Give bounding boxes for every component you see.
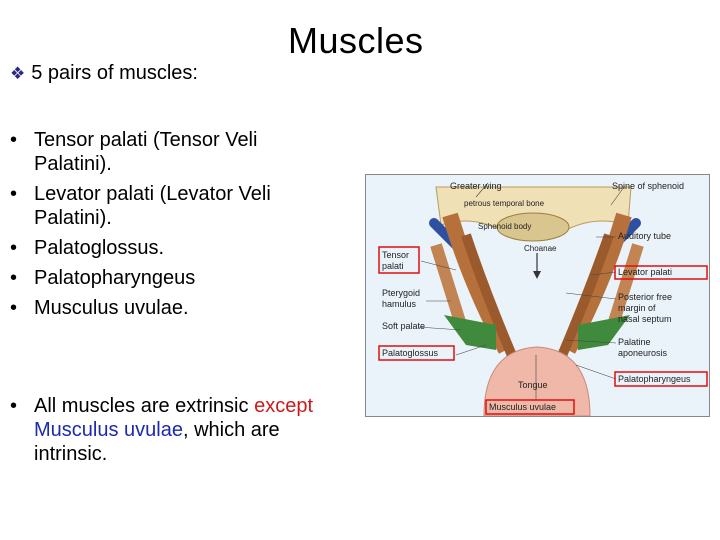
pterygoid-right-shape: [607, 243, 644, 327]
leader-line: [455, 344, 487, 356]
label-palatopharyngeus: Palatopharyngeus: [618, 374, 691, 384]
label-pterygoid-line1: Pterygoid: [382, 288, 420, 298]
list-item-text: Tensor palati (Tensor Veli Palatini).: [34, 129, 258, 175]
note-except: except: [254, 395, 314, 417]
bullet-icon: •: [10, 183, 18, 205]
list-item: • Palatopharyngeus: [10, 266, 340, 290]
bullet-icon: •: [10, 237, 18, 259]
leader-line: [417, 326, 462, 331]
label-palatine-line1: Palatine: [618, 337, 651, 347]
label-tongue: Tongue: [518, 380, 548, 390]
list-item-text: Palatoglossus.: [34, 237, 165, 259]
label-posterior-line1: Posterior free: [618, 292, 672, 302]
highlight-box-levator: [614, 265, 708, 280]
label-sphenoid-body: Sphenoid body: [478, 222, 531, 231]
note-part2: , which are intrinsic.: [34, 419, 280, 465]
soft-palate-left-shape: [444, 315, 496, 350]
label-choanae: Choanae: [524, 244, 557, 253]
highlight-box-palatoglossus: [378, 345, 455, 361]
highlight-box-palatopharyngeus: [614, 371, 708, 387]
subtitle-text: 5 pairs of muscles:: [31, 62, 198, 84]
leader-line: [575, 364, 617, 380]
bullet-icon: •: [10, 267, 18, 289]
diamond-bullet-icon: ❖: [10, 63, 26, 83]
tensor-left-shape: [461, 233, 521, 367]
muscle-list: • Tensor palati (Tensor Veli Palatini). •…: [10, 128, 340, 326]
label-soft-palate: Soft palate: [382, 321, 425, 331]
list-item: • Musculus uvulae.: [10, 296, 340, 320]
label-tensor-line2: palati: [382, 261, 404, 271]
leader-line: [610, 186, 625, 206]
label-posterior-line2: margin of: [618, 303, 656, 313]
tongue-shape: [483, 346, 591, 416]
list-item-text: Levator palati (Levator Veli Palatini).: [34, 183, 271, 229]
list-item-text: Palatopharyngeus: [34, 267, 196, 289]
label-tensor-line1: Tensor: [382, 250, 409, 260]
label-posterior-line3: nasal septum: [618, 314, 672, 324]
bullet-icon: •: [10, 395, 18, 417]
label-petrous: petrous temporal bone: [464, 199, 545, 208]
sphenoid-body-shape: [496, 212, 570, 242]
list-item-text: Musculus uvulae.: [34, 297, 189, 319]
label-palatine-line2: aponeurosis: [618, 348, 668, 358]
label-auditory-tube: Auditory tube: [618, 231, 671, 241]
highlight-box-tensor: [378, 246, 420, 274]
leader-line: [565, 292, 617, 300]
bullet-icon: •: [10, 297, 18, 319]
anatomy-figure: Greater wing petrous temporal bone Spine…: [365, 174, 710, 417]
bullet-icon: •: [10, 129, 18, 151]
label-pterygoid-line2: hamulus: [382, 299, 417, 309]
note-exception-name: Musculus uvulae: [34, 419, 183, 441]
label-musculus-uvulae: Musculus uvulae: [489, 402, 556, 412]
highlight-box-musculus-uvulae: [485, 399, 575, 415]
list-item: • Levator palati (Levator Veli Palatini).: [10, 182, 340, 230]
pterygoid-left-shape: [430, 243, 467, 327]
note-paragraph: • All muscles are extrinsic except Muscu…: [10, 394, 340, 466]
leader-line: [420, 260, 457, 271]
label-levator-palati: Levator palati: [618, 267, 672, 277]
note-part1: All muscles are extrinsic: [34, 395, 249, 417]
subtitle: ❖ 5 pairs of muscles:: [10, 62, 198, 85]
list-item: • Palatoglossus.: [10, 236, 340, 260]
leader-line: [565, 339, 617, 344]
leader-line: [475, 182, 489, 198]
choanae-arrow-head: [533, 271, 541, 279]
leader-line: [590, 271, 617, 276]
label-spine-of-sphenoid: Spine of sphenoid: [612, 181, 684, 191]
page-title: Muscles: [288, 20, 424, 61]
palate-muscles-diagram: Greater wing petrous temporal bone Spine…: [378, 181, 708, 416]
list-item: • Tensor palati (Tensor Veli Palatini).: [10, 128, 340, 176]
label-palatoglossus: Palatoglossus: [382, 348, 439, 358]
tensor-right-shape: [553, 233, 614, 367]
label-greater-wing: Greater wing: [450, 181, 502, 191]
